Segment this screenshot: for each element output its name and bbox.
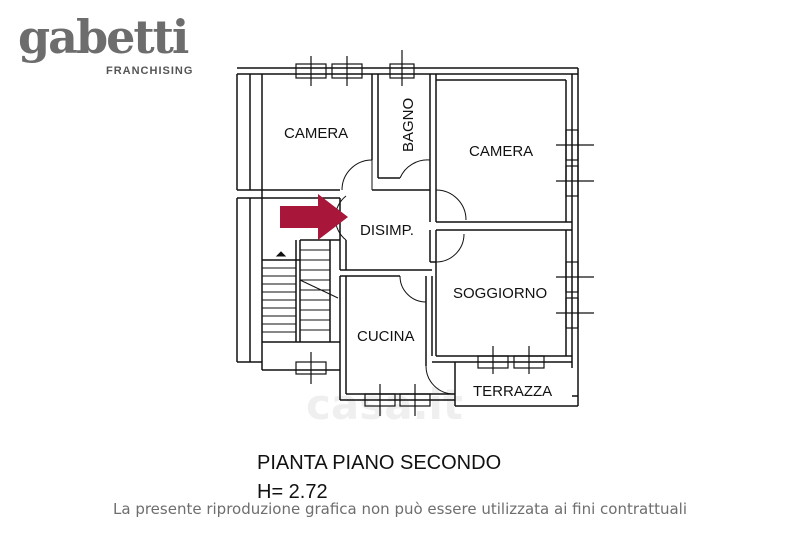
logo-tagline: FRANCHISING bbox=[106, 65, 194, 77]
arrow-right-icon bbox=[280, 194, 348, 240]
room-label-soggiorno: SOGGIORNO bbox=[453, 285, 547, 302]
plan-title: PIANTA PIANO SECONDO bbox=[257, 452, 502, 474]
windows bbox=[295, 50, 594, 416]
brand-logo: gabetti FRANCHISING bbox=[18, 10, 192, 82]
room-label-disimp: DISIMP. bbox=[360, 222, 414, 239]
room-label-cucina: CUCINA bbox=[357, 328, 415, 345]
door-swings bbox=[334, 159, 467, 395]
plan-height: H= 2.72 bbox=[257, 481, 328, 503]
room-label-bagno: BAGNO bbox=[400, 98, 417, 152]
logo-wordmark: gabetti bbox=[18, 10, 189, 64]
stair-treads bbox=[262, 249, 339, 333]
room-label-camera-left: CAMERA bbox=[284, 125, 348, 142]
disclaimer-text: La presente riproduzione grafica non può… bbox=[113, 500, 687, 518]
room-label-camera-right: CAMERA bbox=[469, 143, 533, 160]
plan-walls bbox=[236, 67, 579, 407]
room-label-terrazza: TERRAZZA bbox=[473, 383, 552, 400]
